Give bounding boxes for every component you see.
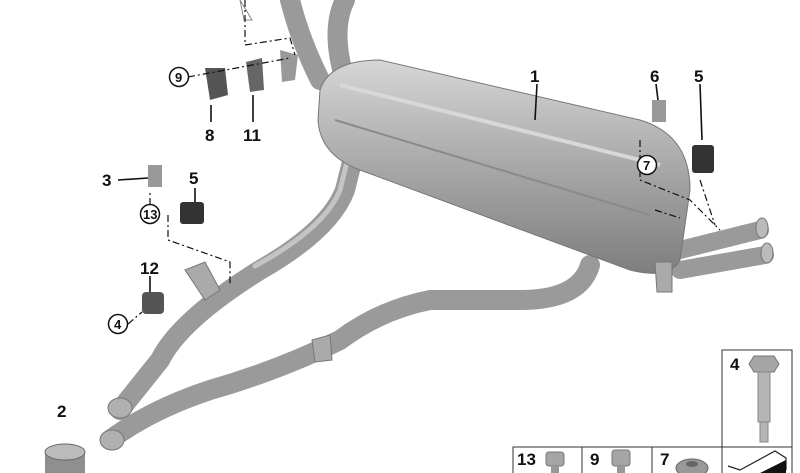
svg-text:4: 4 xyxy=(114,317,122,332)
circled-callout-9: 9 xyxy=(168,66,190,88)
rear-muffler xyxy=(317,59,691,274)
callout-11: 11 xyxy=(243,126,261,145)
svg-text:9: 9 xyxy=(175,70,182,85)
callout-3: 3 xyxy=(102,171,111,190)
tailpipe-tip xyxy=(44,443,86,473)
callout-2: 2 xyxy=(57,402,66,421)
svg-text:4: 4 xyxy=(730,355,740,374)
svg-text:13: 13 xyxy=(517,450,536,469)
parts-box-bolt-13: 13 xyxy=(512,446,583,473)
callout-8: 8 xyxy=(205,126,214,145)
exhaust-pipes xyxy=(99,0,774,451)
circled-callout-4: 4 xyxy=(107,313,129,335)
parts-box-bolt-9: 9 xyxy=(581,446,653,473)
parts-box-bolt-4: 4 xyxy=(721,349,793,448)
svg-text:7: 7 xyxy=(660,450,669,469)
circled-callout-13: 13 xyxy=(139,203,161,225)
hangers-and-mounts xyxy=(142,0,714,363)
callout-5-right: 5 xyxy=(694,67,703,86)
callout-6: 6 xyxy=(650,67,659,86)
circled-callout-7: 7 xyxy=(636,154,658,176)
parts-box-shim xyxy=(721,446,793,473)
parts-box-nut-7: 7 xyxy=(651,446,723,473)
svg-text:13: 13 xyxy=(143,207,157,222)
callout-1: 1 xyxy=(530,67,539,86)
callout-5-left: 5 xyxy=(189,169,198,188)
svg-text:7: 7 xyxy=(643,158,650,173)
callout-12: 12 xyxy=(140,259,159,278)
svg-text:9: 9 xyxy=(590,450,599,469)
